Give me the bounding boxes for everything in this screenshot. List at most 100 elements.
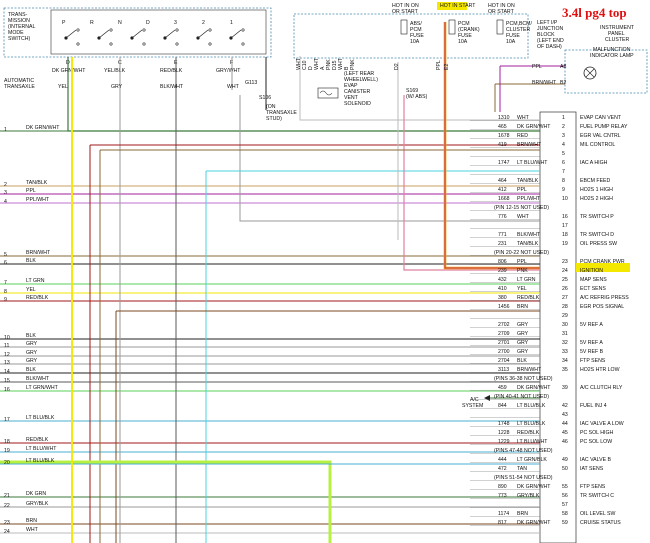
left-pin-number: 5	[4, 252, 7, 258]
row-wire-number: 465	[498, 124, 507, 130]
tms-wire-color: GRY/WHT	[216, 68, 241, 74]
row-wire-color: (PIN 20-22 NOT USED)	[494, 250, 549, 256]
row-wire-color: GRY	[517, 340, 529, 346]
row-function: TR SWITCH D	[580, 232, 614, 238]
s169-label: S169	[406, 88, 418, 94]
row-wire-number: 1229	[498, 439, 510, 445]
row-function: HO2S 1 HIGH	[580, 187, 613, 193]
row-wire-color: DK GRN/WHT	[517, 484, 551, 490]
left-pin-number: 17	[4, 417, 10, 423]
left-pin-number: 4	[4, 199, 7, 205]
cluster-label-1: INSTRUMENT	[600, 25, 635, 31]
row-function: A/C CLUTCH RLY	[580, 385, 623, 391]
fuse-name: PCM,BCM/	[506, 21, 532, 27]
wire-pcm-crank	[444, 22, 540, 269]
ac-system-label-1: A/C	[470, 397, 479, 403]
switch-arm	[230, 29, 242, 39]
row-wire-color: TAN/BLK	[517, 178, 539, 184]
switch-terminal-icon	[175, 28, 179, 32]
row-wire-number: 773	[498, 493, 507, 499]
coil-icon	[319, 90, 333, 96]
vertical-wire-label: WHT	[314, 57, 320, 70]
row-function: A/C REFRIG PRESS	[580, 295, 629, 301]
gry-label: GRY	[111, 84, 123, 90]
vertical-wire-label: PNK	[350, 59, 356, 70]
row-pin: 43	[562, 412, 568, 418]
row-wire-color: LT GRN	[517, 277, 536, 283]
row-wire-color: DK GRN/WHT	[517, 520, 551, 526]
left-pin-number: 15	[4, 378, 10, 384]
row-wire-color: GRY	[517, 349, 529, 355]
row-wire-color: DK GRN/WHT	[517, 124, 551, 130]
vertical-wire-label: PPL	[436, 60, 442, 70]
cluster-label-2: PANEL	[608, 31, 625, 37]
row-wire-color: (PINS 47-48 NOT USED)	[494, 448, 553, 454]
left-wire-color: BLK/WHT	[26, 376, 50, 382]
row-function: IAT SENS	[580, 466, 604, 472]
row-wire-color: PPL	[517, 259, 527, 265]
row-pin: 50	[562, 466, 568, 472]
row-pin: 23	[562, 259, 568, 265]
ion-stud-label: STUD)	[266, 116, 282, 122]
hot-label: HOT IN ON	[488, 3, 515, 9]
row-wire-number: 459	[498, 385, 507, 391]
row-function: FUEL PUMP RELAY	[580, 124, 628, 130]
switch-terminal-icon	[208, 28, 212, 32]
row-wire-number: 472	[498, 466, 507, 472]
row-wire-color: GRY/BLK	[517, 493, 540, 499]
yel-label: YEL	[58, 84, 68, 90]
row-wire-number: 1747	[498, 160, 510, 166]
switch-terminal-icon	[76, 28, 80, 32]
row-pin: 39	[562, 385, 568, 391]
fuse-amp: 10A	[458, 39, 468, 45]
row-wire-color: YEL	[517, 286, 527, 292]
fuse-icon	[448, 19, 456, 35]
row-pin: 9	[562, 187, 565, 193]
left-pin-number: 2	[4, 182, 7, 188]
instrument-cluster: INSTRUMENT PANEL CLUSTER MALFUNCTION IND…	[564, 25, 648, 94]
row-wire-number: 1174	[498, 511, 509, 517]
tms-title-line: (INTERNAL	[8, 24, 35, 30]
row-wire-color: BRN/WHT	[517, 367, 542, 373]
row-wire-number: 1456	[498, 304, 510, 310]
switch-terminal-icon	[175, 42, 179, 46]
row-wire-number: 464	[498, 178, 507, 184]
row-wire-color: LT GRN/BLK	[517, 457, 547, 463]
row-wire-color: WHT	[517, 115, 530, 121]
row-wire-number: 1228	[498, 430, 510, 436]
vertical-wire-label: E2	[444, 64, 450, 70]
row-function: IAC A HIGH	[580, 160, 608, 166]
row-wire-number: 2704	[498, 358, 510, 364]
row-pin: 24	[562, 268, 568, 274]
row-function: IAC VALVE A LOW	[580, 421, 624, 427]
row-wire-color: BRN	[517, 511, 528, 517]
left-pin-number: 11	[4, 343, 9, 349]
row-wire-number: 2700	[498, 349, 510, 355]
wht-label: WHT	[227, 84, 240, 90]
left-pin-number: 9	[4, 297, 7, 303]
row-wire-number: 231	[498, 241, 507, 247]
fuse-block-box	[293, 13, 529, 59]
left-pin-number: 8	[4, 289, 7, 295]
left-wire-color: LT BLU/BLK	[26, 415, 55, 421]
tms-title-line: SWITCH)	[8, 36, 30, 42]
tms-mode-label: 1	[230, 20, 233, 26]
junction-block-label: OF DASH)	[537, 44, 562, 50]
left-pin-number: 14	[4, 369, 10, 375]
switch-terminal-icon	[142, 28, 146, 32]
row-wire-number: 1668	[498, 196, 510, 202]
evap-label: CANISTER	[344, 89, 370, 95]
row-wire-color: GRY	[517, 331, 529, 337]
row-pin: 34	[562, 358, 568, 364]
row-function: PC SOL LOW	[580, 439, 612, 445]
switch-arm	[98, 29, 110, 39]
left-wire-color: BLK	[26, 367, 36, 373]
fuse-name: (CRANK)	[458, 27, 480, 33]
left-pin-number: 12	[4, 352, 10, 358]
cluster-label-3: CLUSTER	[605, 37, 629, 43]
evap-label: SOLENOID	[344, 101, 371, 107]
